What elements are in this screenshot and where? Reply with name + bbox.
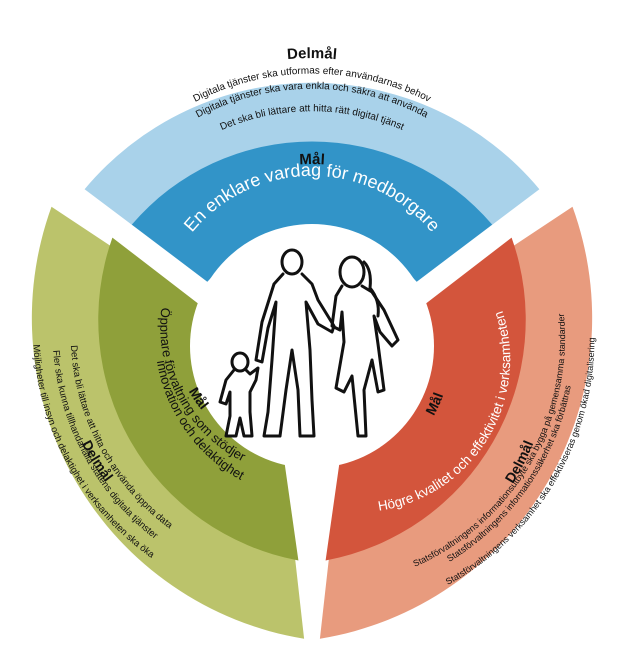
right-inner-segment xyxy=(325,237,526,561)
top-mal-heading: Mål xyxy=(299,151,325,169)
family-silhouette-icon xyxy=(218,248,400,438)
top-inner-segment xyxy=(131,141,493,282)
svg-text:Delmål: Delmål xyxy=(286,45,337,63)
left-inner-segment xyxy=(98,237,299,561)
top-delmal-heading: Delmål xyxy=(286,45,337,63)
svg-text:Mål: Mål xyxy=(299,151,325,169)
